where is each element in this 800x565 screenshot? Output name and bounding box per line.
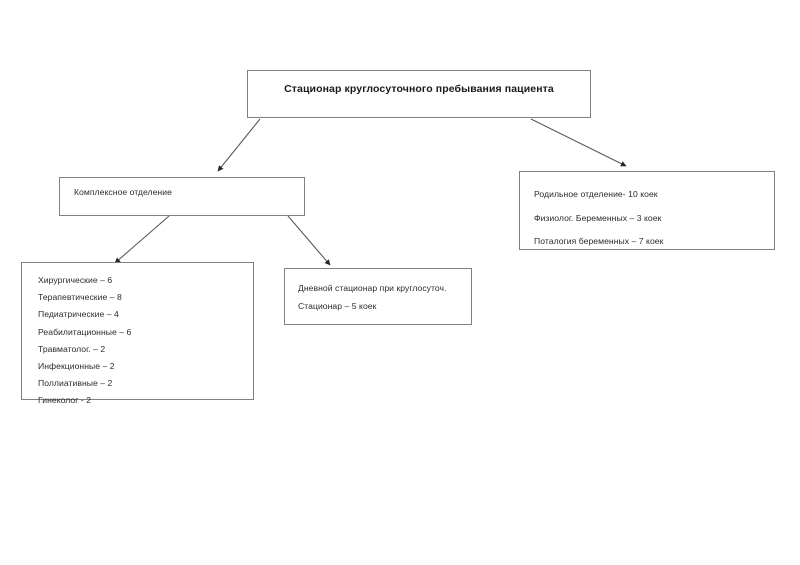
maternity-line: Поталогия беременных – 7 коек (534, 236, 664, 246)
specialty-line: Хирургические – 6 (38, 275, 113, 285)
specialty-line: Гинеколог - 2 (38, 395, 92, 406)
node-complex-department-label: Комплексное отделение (74, 187, 172, 197)
specialty-line: Педиатрические – 4 (38, 309, 119, 320)
connector-root-to-complex-department (217, 118, 261, 172)
specialty-line: Поллиативные – 2 (38, 378, 113, 389)
connector-root-to-maternity (530, 118, 627, 167)
node-maternity-department[interactable]: Родильное отделение- 10 коек Физиолог. Б… (519, 171, 775, 250)
node-complex-department[interactable]: Комплексное отделение (59, 177, 305, 216)
specialty-line: Терапевтические – 8 (38, 292, 122, 303)
specialty-line: Травматолог. – 2 (38, 343, 106, 354)
specialty-line: Реабилитационные – 6 (38, 326, 132, 337)
day-hospital-line: Стационар – 5 коек (298, 301, 377, 311)
node-specialties-list[interactable]: Хирургические – 6 Терапевтические – 8 Пе… (21, 262, 254, 405)
specialty-line: Инфекционные – 2 (38, 361, 115, 372)
maternity-line: Физиолог. Беременных – 3 коек (534, 212, 662, 223)
maternity-line: Родильное отделение- 10 коек (534, 189, 658, 199)
node-day-hospital[interactable]: Дневной стационар при круглосуточ. Стаци… (284, 268, 472, 325)
connector-complex-department-to-specialties (114, 215, 170, 264)
day-hospital-line: Дневной стационар при круглосуточ. (298, 283, 447, 293)
node-root-title: Стационар круглосуточного пребывания пац… (284, 83, 554, 95)
node-root-hospital[interactable]: Стационар круглосуточного пребывания пац… (247, 70, 591, 118)
connector-complex-department-to-day-hospital (287, 215, 331, 266)
